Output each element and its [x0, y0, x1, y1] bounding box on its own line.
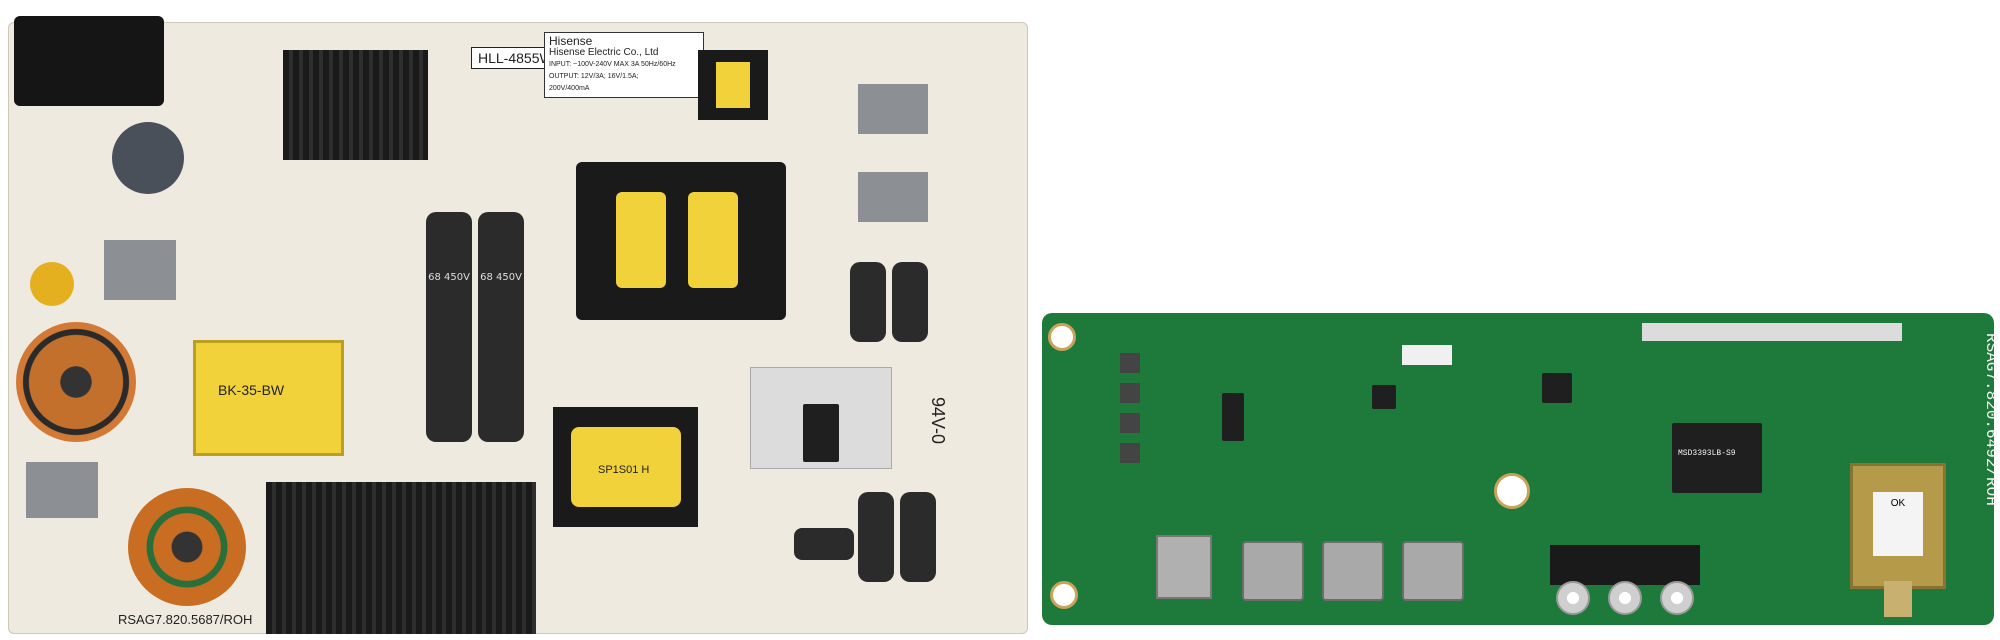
usb-port [1156, 535, 1212, 599]
ic-1 [1222, 393, 1244, 441]
x-capacitor-left [26, 462, 98, 518]
output-spec-2: 200V/400mA [549, 85, 590, 92]
y-capacitor-2 [858, 172, 928, 222]
pfc-winding [571, 427, 681, 507]
lvds-connector [1642, 323, 1902, 341]
hdmi-port-3 [1402, 541, 1464, 601]
cap-text-1: 68 450V [428, 272, 470, 283]
heatsink-bottom [266, 482, 536, 634]
transformer-winding-b [688, 192, 738, 288]
hdmi-port-2 [1322, 541, 1384, 601]
transformer2-label: SP1S01 H [598, 464, 650, 476]
power-supply-board: HLL-4855WC Hisense Hisense Electric Co.,… [8, 16, 1028, 634]
main-transformer [576, 162, 786, 320]
output-capacitor-5 [794, 528, 854, 560]
varistor [112, 122, 184, 194]
heatsink-top [283, 50, 428, 160]
rating-mark: 94V-0 [928, 397, 948, 445]
standby-transformer [193, 340, 344, 456]
ic-3 [1542, 373, 1572, 403]
input-spec: INPUT: ~100V-240V MAX 3A 50Hz/60Hz [549, 61, 676, 68]
rca-jack-1 [1556, 581, 1590, 615]
output-spec: OUTPUT: 12V/3A; 16V/1.5A; [549, 73, 639, 80]
tuner-label: OK [1873, 492, 1923, 556]
main-board: MSD3393LB-S9 OK RSAG7.820.6492/ROH [1042, 313, 2000, 625]
brand-block: Hisense Hisense Electric Co., Ltd INPUT:… [544, 32, 704, 98]
header-connector [1402, 345, 1452, 365]
toroid-coil-top [16, 322, 136, 442]
cap-text-2: 68 450V [480, 272, 522, 283]
toroid-coil-bottom [128, 488, 246, 606]
inductor-3 [1120, 413, 1140, 433]
yellow-capacitor [30, 262, 74, 306]
main-part-number: RSAG7.820.6492/ROH [1982, 333, 2000, 506]
inductor-1 [1120, 353, 1140, 373]
mosfet [803, 404, 839, 462]
ac-connector [14, 16, 164, 106]
tuner-module: OK [1850, 463, 1946, 589]
bulk-capacitor-2: 68 450V [478, 212, 524, 442]
antenna-connector [1884, 581, 1912, 617]
psu-part-number: RSAG7.820.5687/ROH [118, 612, 253, 627]
small-transformer-winding [716, 62, 750, 108]
tuner-text: OK [1890, 498, 1906, 509]
brand-company: Hisense Electric Co., Ltd [549, 47, 659, 58]
chip-label: MSD3393LB-S9 [1678, 449, 1736, 458]
output-capacitor-1 [850, 262, 886, 342]
output-capacitor-3 [858, 492, 894, 582]
inductor-2 [1120, 383, 1140, 403]
main-soc-chip: MSD3393LB-S9 [1672, 423, 1762, 493]
inductor-4 [1120, 443, 1140, 463]
transformer-winding-a [616, 192, 666, 288]
bulk-capacitor-1: 68 450V [426, 212, 472, 442]
x-capacitor-mid [104, 240, 176, 300]
brand-name: Hisense [549, 34, 593, 48]
output-capacitor-2 [892, 262, 928, 342]
y-capacitor-1 [858, 84, 928, 134]
output-capacitor-4 [900, 492, 936, 582]
mounting-hole-bl [1050, 581, 1078, 609]
small-transformer [698, 50, 768, 120]
av-jack-block [1550, 545, 1700, 585]
mounting-hole-tl [1048, 323, 1076, 351]
transformer-label: BK-35-BW [218, 382, 285, 398]
pfc-transformer [553, 407, 698, 527]
hdmi-port-1 [1242, 541, 1304, 601]
rca-jack-3 [1660, 581, 1694, 615]
ic-2 [1372, 385, 1396, 409]
mounting-hole-mid [1494, 473, 1530, 509]
rca-jack-2 [1608, 581, 1642, 615]
